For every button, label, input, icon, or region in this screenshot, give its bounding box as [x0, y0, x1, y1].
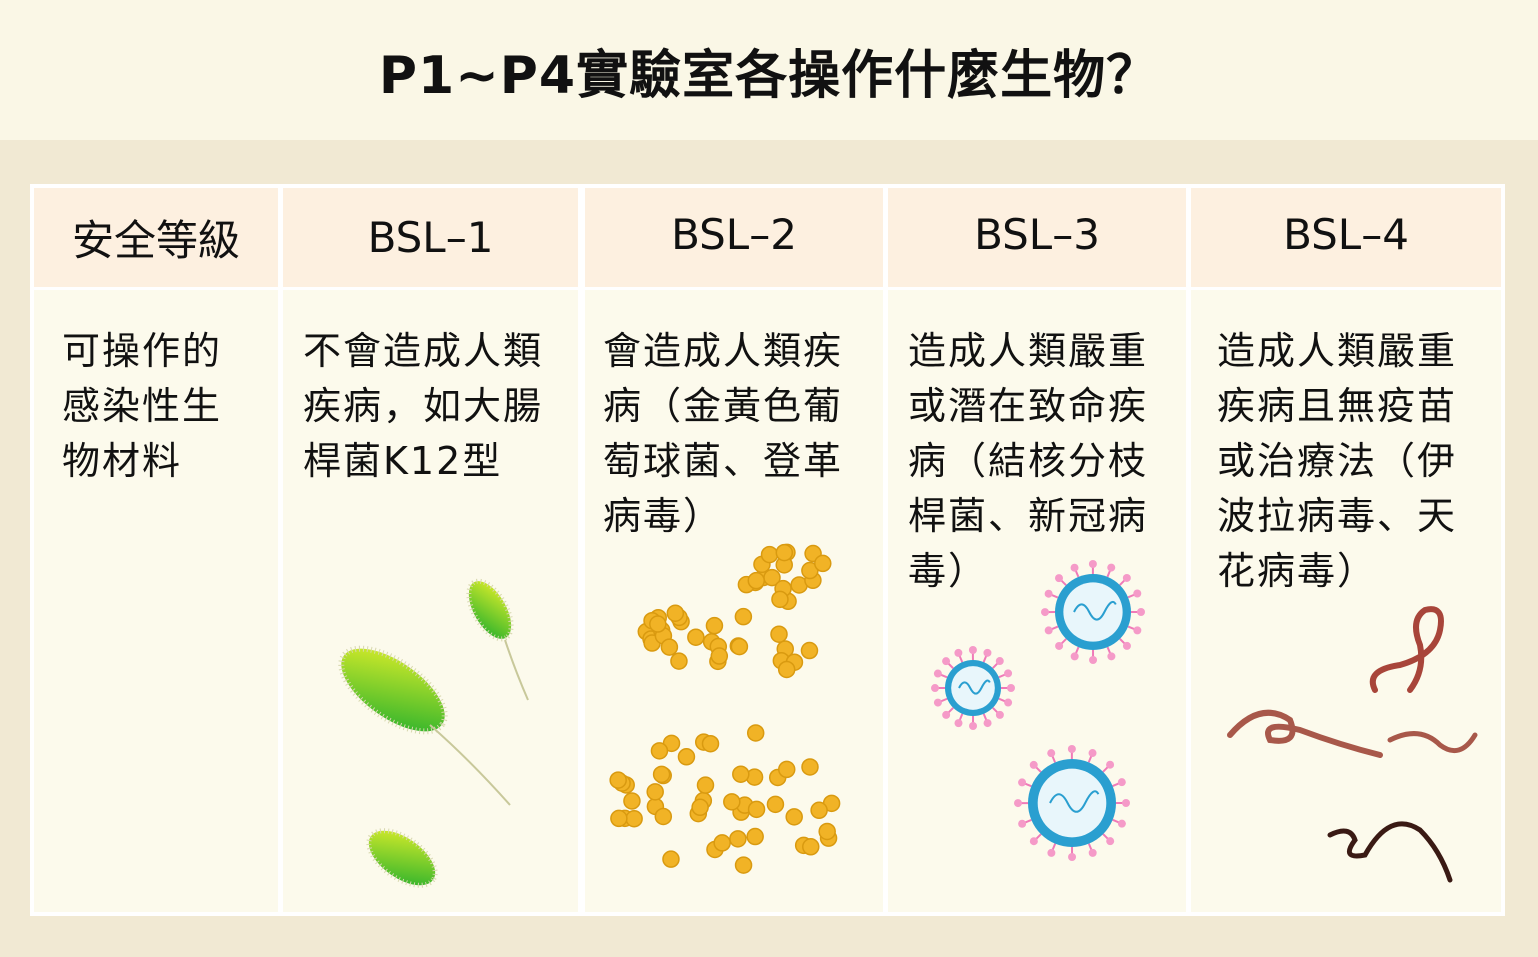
header-bsl1: BSL–1 — [283, 188, 578, 287]
header-bsl4: BSL–4 — [1191, 188, 1501, 287]
header-bsl2: BSL–2 — [585, 188, 883, 287]
header-bsl3: BSL–3 — [888, 188, 1186, 287]
header-safety-level: 安全等級 — [34, 188, 278, 287]
cell-bsl3: 造成人類嚴重或潛在致命疾病（結核分枝桿菌、新冠病毒） — [888, 290, 1186, 912]
row-label: 可操作的感染性生物材料 — [34, 290, 278, 912]
cell-bsl4: 造成人類嚴重疾病且無疫苗或治療法（伊波拉病毒、天花病毒） — [1191, 290, 1501, 912]
biosafety-table: 安全等級 BSL–1 BSL–2 BSL–3 BSL–4 可操作的感染性生物材料… — [30, 184, 1505, 916]
cell-bsl2: 會造成人類疾病（金黃色葡萄球菌、登革病毒） — [585, 290, 883, 912]
page-title: P1~P4實驗室各操作什麼生物？ — [378, 45, 1160, 106]
cell-bsl1: 不會造成人類疾病，如大腸桿菌K12型 — [283, 290, 578, 912]
title-banner: P1~P4實驗室各操作什麼生物？ — [0, 0, 1538, 140]
